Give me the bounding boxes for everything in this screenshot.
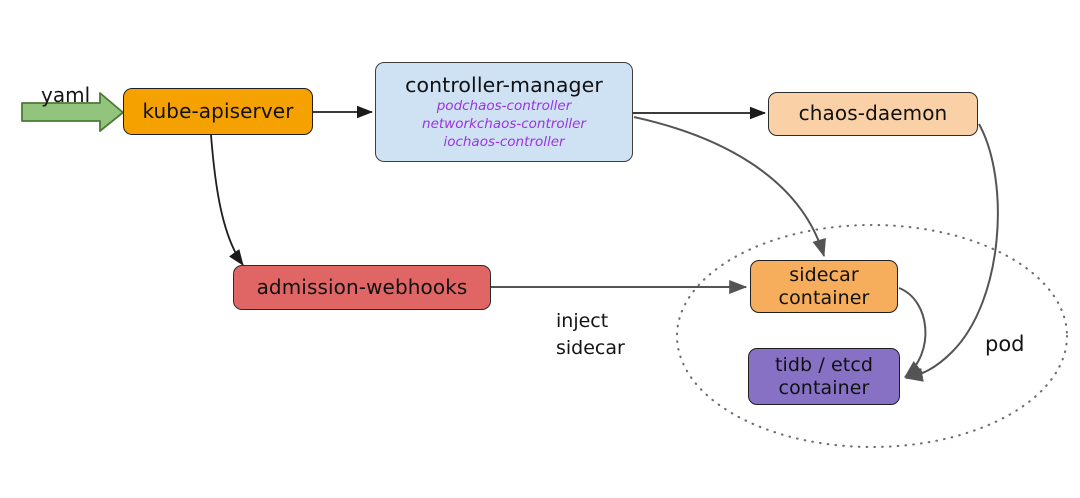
edge-chaos-daemon-to-tidb [904,123,999,382]
controller-sub-iochaos: iochaos-controller [443,134,565,151]
node-sidecar-container[interactable]: sidecar container [750,260,898,313]
edge-sidecar-to-tidb [898,287,927,378]
label-inject-sidecar-line1: inject [556,310,609,332]
label-inject-sidecar: inject sidecar [556,308,625,362]
node-admission-webhooks-label: admission-webhooks [256,274,468,299]
node-kube-apiserver[interactable]: kube-apiserver [123,88,313,135]
node-tidb-etcd-container-label-line1: tidb / etcd [774,354,874,377]
node-tidb-etcd-container[interactable]: tidb / etcd container [748,348,900,405]
node-sidecar-container-label-line1: sidecar [789,264,859,287]
node-controller-manager[interactable]: controller-manager podchaos-controller n… [375,62,633,162]
node-controller-manager-label: controller-manager [405,72,603,97]
edge-apiserver-to-webhooks [210,134,244,266]
node-kube-apiserver-label: kube-apiserver [142,98,294,123]
node-sidecar-container-label-line2: container [778,286,870,309]
node-tidb-etcd-container-label-line2: container [778,376,870,399]
controller-sub-podchaos: podchaos-controller [436,98,572,115]
label-inject-sidecar-line2: sidecar [556,336,625,359]
controller-sub-networkchaos: networkchaos-controller [422,116,586,133]
node-chaos-daemon-label: chaos-daemon [798,101,948,126]
node-chaos-daemon[interactable]: chaos-daemon [768,92,978,136]
node-admission-webhooks[interactable]: admission-webhooks [233,265,491,310]
label-yaml: yaml [41,83,91,107]
pod-boundary [675,223,1069,449]
edge-controller-to-sidecar [633,116,826,258]
label-pod: pod [985,332,1025,356]
yaml-arrow [21,92,124,132]
